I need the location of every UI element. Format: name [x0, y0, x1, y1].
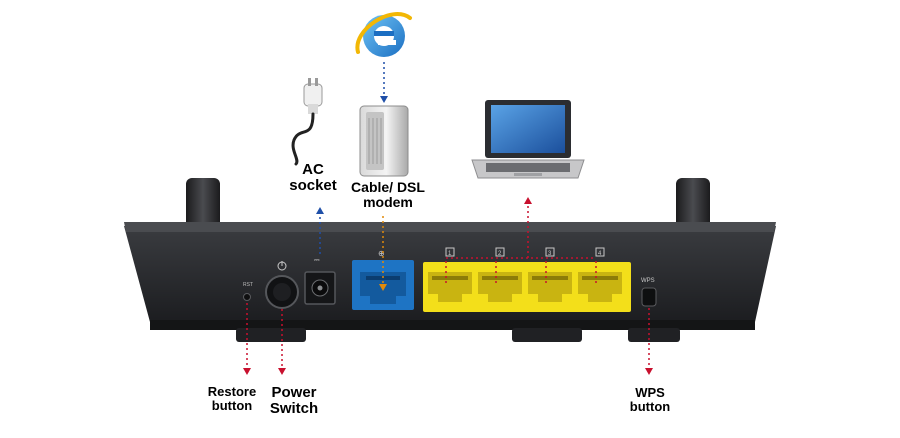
arrow-ie-to-modem — [380, 62, 388, 103]
internet-explorer-icon — [355, 12, 412, 57]
lan-port-4 — [578, 272, 622, 302]
arrow-to-wps — [645, 308, 653, 375]
rst-mark: RST — [243, 282, 253, 288]
wps-button-label: WPS button — [629, 385, 671, 414]
svg-text:⎓: ⎓ — [314, 257, 320, 264]
arrow-to-restore — [243, 303, 251, 375]
lan-port-3 — [528, 272, 572, 302]
globe-icon: ⊕ — [378, 249, 385, 258]
arrow-to-power — [278, 309, 286, 375]
arrow-lan-to-laptop — [445, 197, 597, 283]
lan-port-number-2: 2 — [498, 251, 502, 257]
modem-label: Cable/ DSL modem — [351, 179, 425, 210]
lan-port-1 — [428, 272, 472, 302]
ac-power-socket: ⎓ — [304, 257, 336, 305]
power-plug-icon — [291, 78, 323, 166]
lan-port-number-4: 4 — [598, 251, 602, 257]
arrow-modem-to-wan — [379, 216, 387, 291]
restore-button-label: Restore button — [207, 384, 257, 413]
laptop-icon — [471, 100, 585, 179]
power-switch — [265, 261, 299, 309]
wps-button: WPS — [641, 278, 657, 307]
lan-ports: 1 2 3 4 — [423, 247, 631, 312]
lan-port-2 — [478, 272, 522, 302]
wps-mark: WPS — [641, 278, 655, 284]
power-switch-label: Power Switch — [269, 384, 319, 417]
modem-device — [359, 105, 409, 177]
lan-port-number-3: 3 — [548, 251, 552, 257]
ac-socket-label: AC socket — [289, 161, 337, 194]
lan-port-number-1: 1 — [448, 251, 452, 257]
restore-button: RST — [243, 282, 253, 301]
arrow-socket-to-ac — [316, 207, 324, 254]
